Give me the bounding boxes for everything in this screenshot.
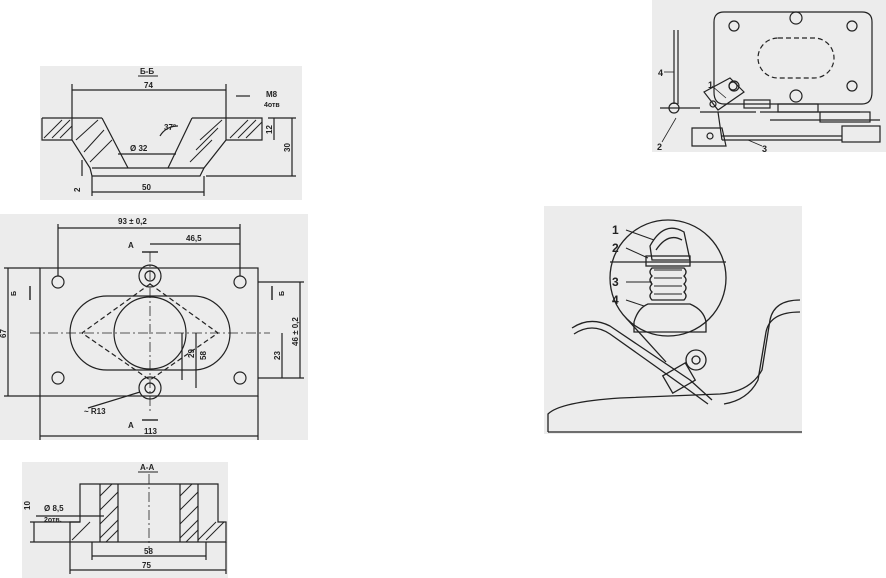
linkage-label-2: 2 [657, 142, 662, 152]
dim-75: 75 [142, 561, 151, 570]
dim-58-plan: 58 [199, 351, 208, 360]
hole-label: Ø 8,5 [44, 504, 64, 513]
hood-label-1: 1 [612, 223, 619, 237]
dim-10: 10 [23, 501, 32, 510]
dim-58-aa: 58 [144, 547, 153, 556]
thread-label: M8 [266, 90, 278, 99]
angle-label: 37° [164, 123, 176, 132]
section-aa-panel [22, 462, 228, 578]
dim-12: 12 [265, 125, 274, 134]
hood-label-2: 2 [612, 241, 619, 255]
linkage-label-1: 1 [708, 80, 713, 90]
hood-label-4: 4 [612, 293, 619, 307]
cut-b-right: Б [279, 291, 286, 296]
dim-46-5: 46,5 [186, 234, 202, 243]
cut-a-bottom: А [128, 421, 134, 430]
dim-67: 67 [0, 329, 8, 338]
section-bb-title: Б-Б [140, 67, 154, 76]
linkage-label-4: 4 [658, 68, 663, 78]
dim-2: 2 [73, 187, 82, 192]
dim-23: 23 [273, 351, 282, 360]
cut-b-left: Б [11, 291, 18, 296]
thread-count-label: 4отв [264, 102, 280, 109]
dim-30: 30 [283, 143, 292, 152]
dim-46-tol: 46 ± 0,2 [291, 317, 300, 346]
section-aa-title: А-А [140, 463, 154, 472]
cut-a-top: А [128, 241, 134, 250]
hole-count-label: 2отв. [44, 517, 62, 524]
dim-50: 50 [142, 183, 151, 192]
hood-label-3: 3 [612, 275, 619, 289]
dim-29: 29 [187, 349, 196, 358]
linkage-label-3: 3 [762, 144, 767, 154]
bore-label: Ø 32 [130, 144, 148, 153]
dim-113: 113 [144, 427, 157, 436]
dim-93: 93 ± 0,2 [118, 217, 147, 226]
dim-74: 74 [144, 81, 153, 90]
radius-label: ~ R13 [84, 407, 106, 416]
